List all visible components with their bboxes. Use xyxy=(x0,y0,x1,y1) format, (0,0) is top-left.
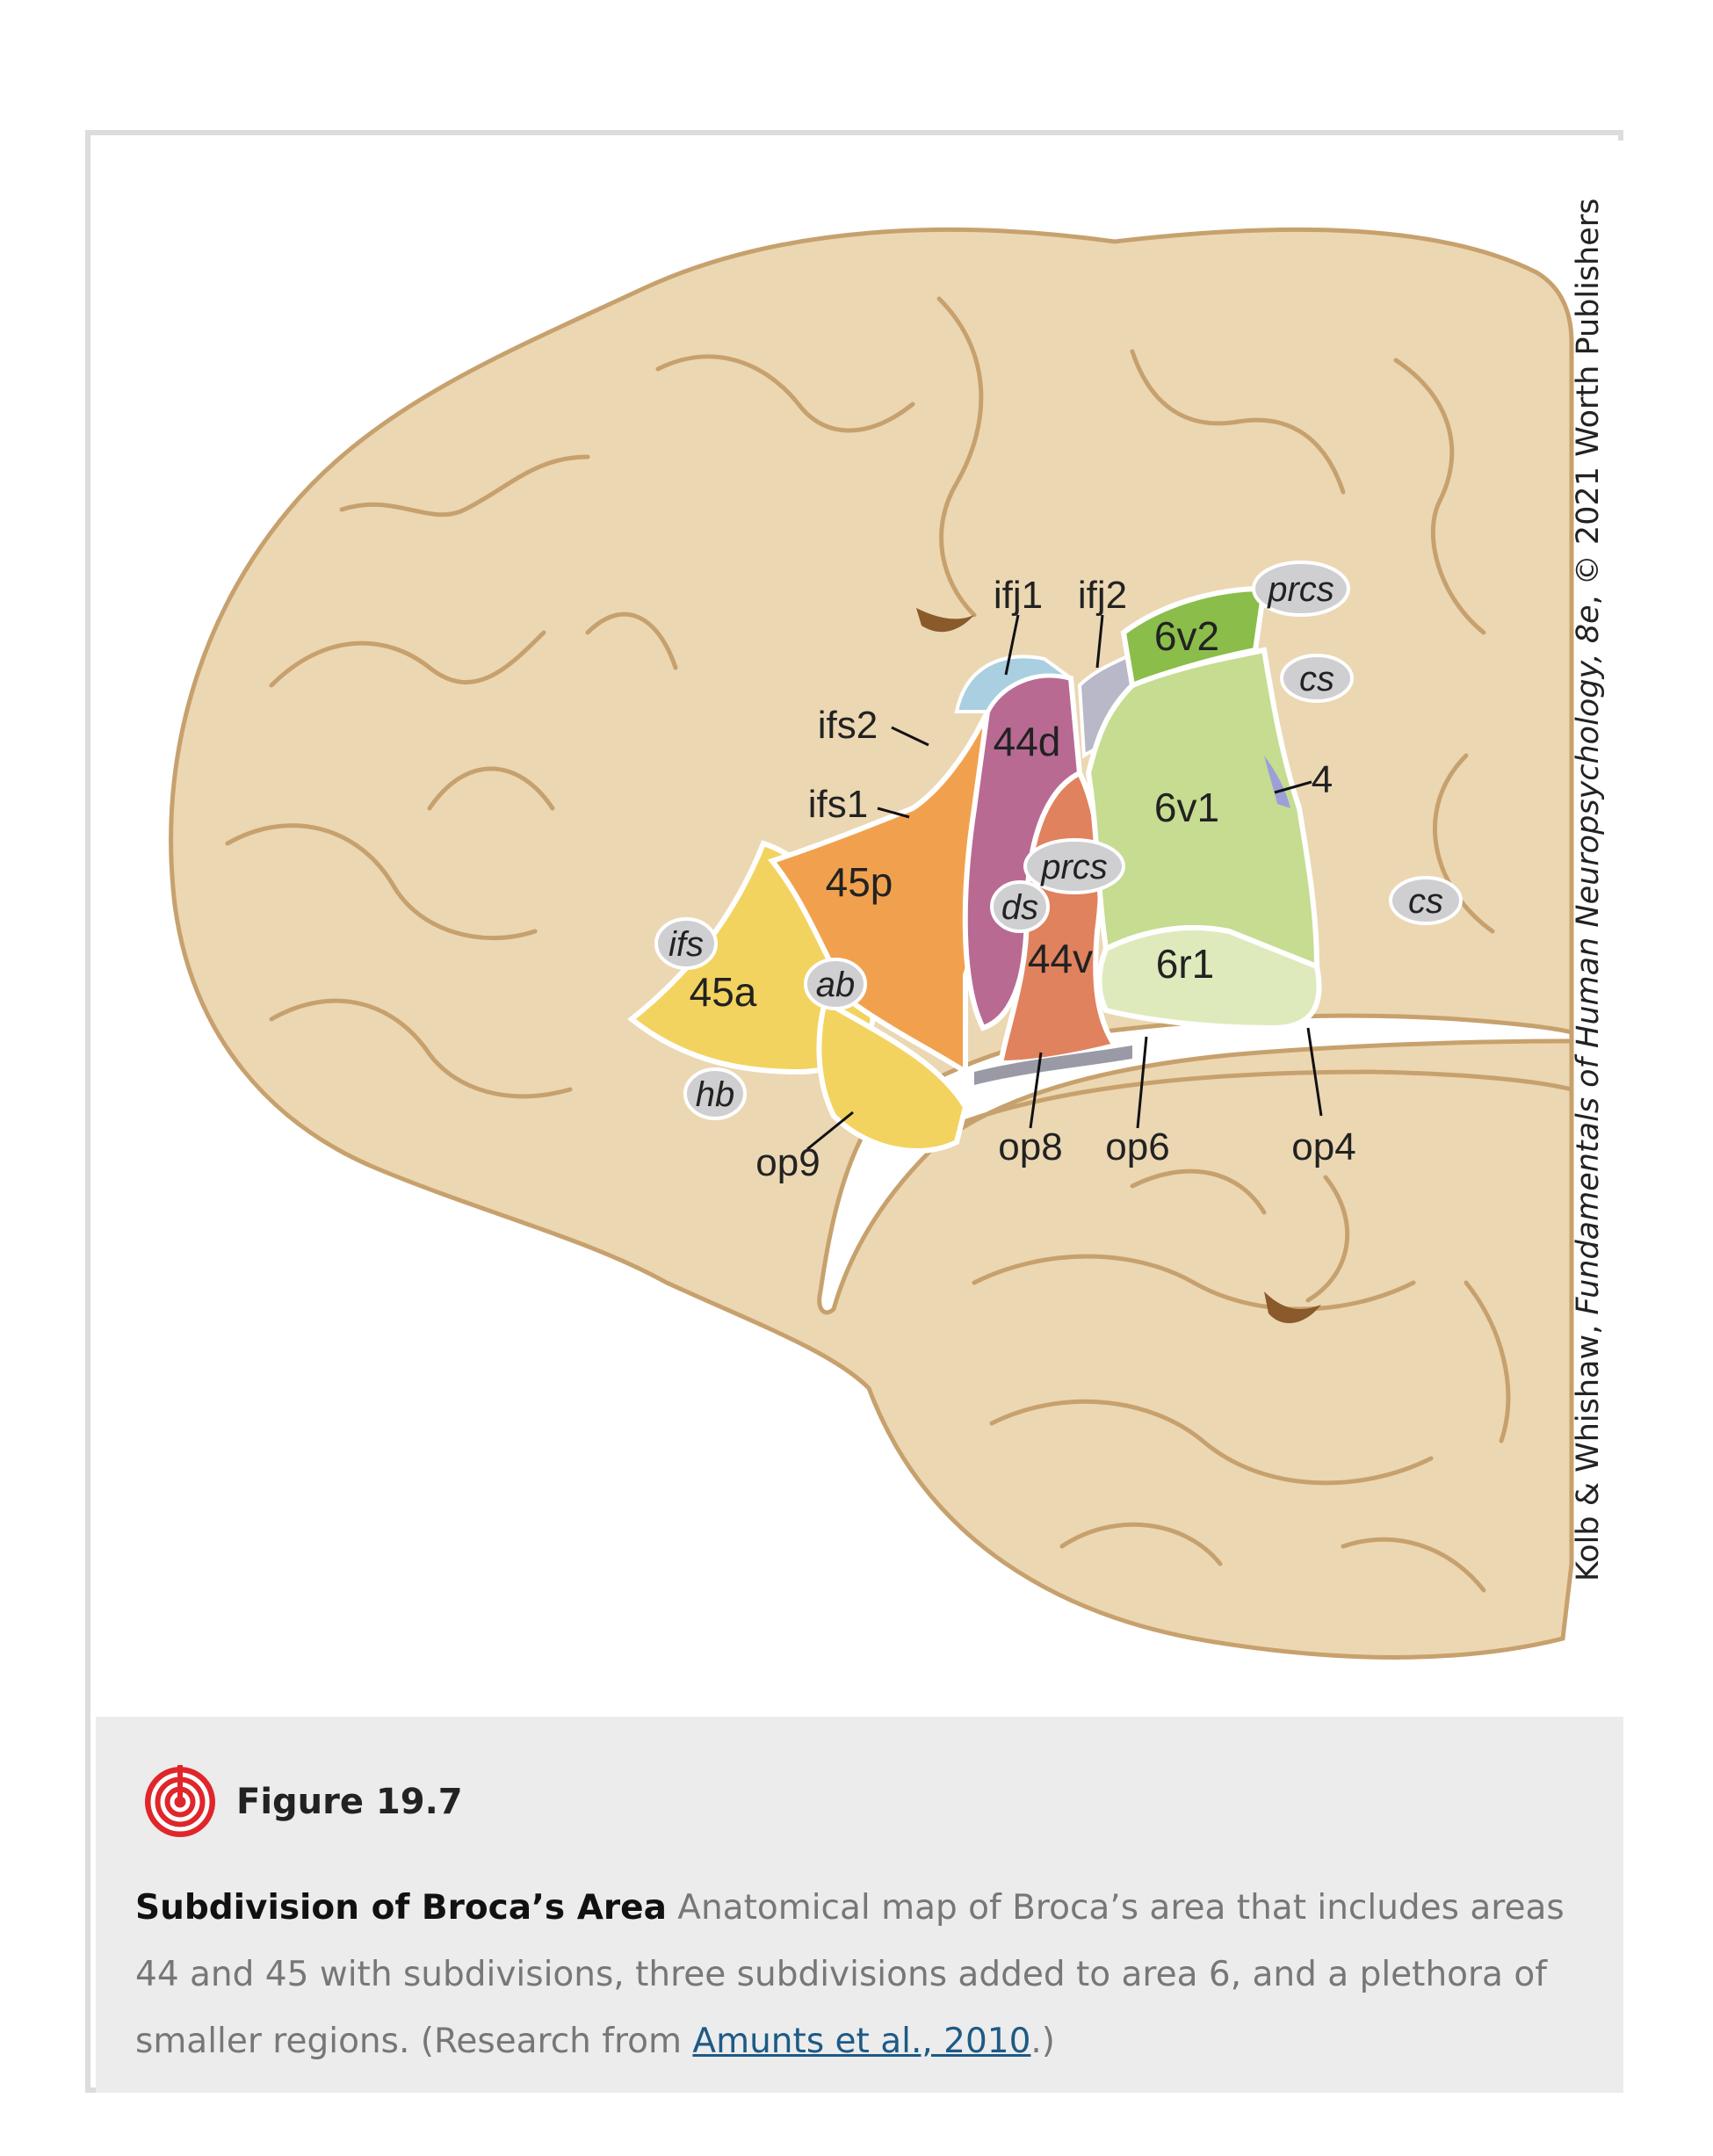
brain-illustration: 45a 45p 44d 44v 6v2 6v1 6r1 ifj1 ifj2 xyxy=(96,141,1623,1722)
area-op-strip xyxy=(974,1045,1132,1085)
concentric-target-icon[interactable] xyxy=(141,1763,219,1841)
hb-label: hb xyxy=(696,1075,735,1114)
figure-header: Figure 19.7 xyxy=(141,1762,463,1841)
illustration-credit: Kolb & Whishaw, Fundamentals of Human Ne… xyxy=(1571,199,1606,1581)
prcs-top-label: prcs xyxy=(1267,570,1334,609)
area-ifj1-region xyxy=(954,655,1073,713)
area-45a-lower xyxy=(816,997,969,1154)
area-6v1-label: 6v1 xyxy=(1154,785,1219,830)
cs-right-label: cs xyxy=(1408,882,1443,921)
area-4-label: 4 xyxy=(1312,758,1333,801)
ifs1-label: ifs1 xyxy=(808,783,868,826)
callout-lines xyxy=(806,614,1323,1151)
area-4-region xyxy=(1264,756,1290,808)
op6-label: op6 xyxy=(1105,1125,1169,1168)
sulcus-pit xyxy=(916,608,974,633)
sulcus-pit xyxy=(1264,1291,1321,1324)
ds-label: ds xyxy=(1001,888,1038,927)
figure-number-label: Figure 19.7 xyxy=(236,1782,463,1822)
ifs-label: ifs xyxy=(669,925,704,964)
area-44d-label: 44d xyxy=(994,719,1061,764)
op9-label: op9 xyxy=(755,1141,820,1184)
prcs-mid-label: prcs xyxy=(1040,848,1108,886)
op4-label: op4 xyxy=(1291,1125,1355,1168)
sulcus-ovals xyxy=(654,561,1463,1120)
cs-top-label: cs xyxy=(1299,660,1334,698)
lateral-fissure xyxy=(817,1013,1574,1315)
caption-tail: .) xyxy=(1030,2022,1056,2061)
ifs2-label: ifs2 xyxy=(818,704,878,747)
area-45p-label: 45p xyxy=(826,859,893,905)
caption-panel: Figure 19.7 Subdivision of Broca’s Area … xyxy=(96,1717,1623,2093)
op8-label: op8 xyxy=(998,1125,1062,1168)
caption-title: Subdivision of Broca’s Area xyxy=(135,1888,667,1928)
area-44v-label: 44v xyxy=(1028,936,1093,981)
citation-link[interactable]: Amunts et al., 2010 xyxy=(692,2022,1031,2061)
ifj2-label: ifj2 xyxy=(1078,574,1127,617)
area-6r1-label: 6r1 xyxy=(1156,941,1214,987)
figure-frame: 45a 45p 44d 44v 6v2 6v1 6r1 ifj1 ifj2 xyxy=(85,130,1623,2093)
area-6v2-label: 6v2 xyxy=(1154,613,1219,659)
gyri-lines xyxy=(225,296,1511,1593)
ab-label: ab xyxy=(816,966,856,1004)
ifj1-label: ifj1 xyxy=(994,574,1043,617)
caption-body: Anatomical map of Broca’s area that incl… xyxy=(135,1888,1565,2061)
temporal-lobe-outline xyxy=(915,1069,1572,1145)
figure-caption: Subdivision of Broca’s Area Anatomical m… xyxy=(135,1875,1594,2075)
area-45a-label: 45a xyxy=(690,969,757,1015)
area-6r1-region xyxy=(1096,925,1322,1031)
